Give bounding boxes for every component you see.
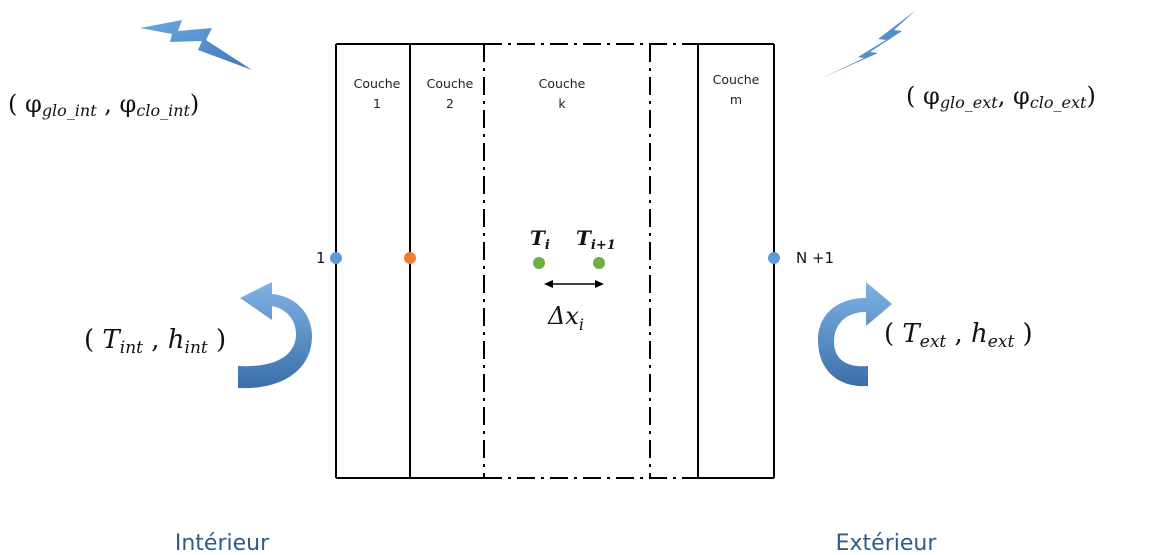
wall-frame	[335, 43, 775, 479]
node-ti	[533, 257, 545, 269]
interior-convection-label: ( Tint , hint )	[84, 325, 226, 358]
svg-text:Couche: Couche	[539, 76, 586, 91]
layer-label-2: Couche 2	[427, 76, 474, 111]
node-ti-plus-1	[593, 257, 605, 269]
svg-text:m: m	[730, 92, 742, 107]
interior-side-label: Intérieur	[175, 531, 270, 555]
svg-text:Couche: Couche	[713, 72, 760, 87]
lightning-bolt-icon	[822, 10, 916, 78]
exterior-convection-label: ( Text , hext )	[884, 319, 1033, 352]
svg-text:1: 1	[373, 96, 381, 111]
exterior-flux-label: ( φglo_ext, φclo_ext)	[906, 82, 1096, 112]
svg-text:k: k	[558, 96, 566, 111]
node-label-first: 1	[316, 249, 326, 267]
svg-text:Couche: Couche	[354, 76, 401, 91]
node-label-last: N +1	[796, 249, 834, 267]
double-arrow-icon	[544, 280, 604, 288]
layer-label-k: Couche k	[539, 76, 586, 111]
layer-label-m: Couche m	[713, 72, 760, 107]
node-exterior-surface	[768, 252, 780, 264]
curved-arrow-icon	[818, 282, 892, 387]
node-interior-surface	[330, 252, 342, 264]
curved-arrow-icon	[238, 282, 312, 389]
node-layer-interface	[404, 252, 416, 264]
ti-plus-1-label: Ti+1	[576, 226, 616, 253]
layer-label-1: Couche 1	[354, 76, 401, 111]
interior-flux-label: ( φglo_int , φclo_int)	[8, 90, 199, 120]
svg-text:2: 2	[446, 96, 454, 111]
delta-x-label: Δxi	[547, 302, 584, 334]
svg-text:Couche: Couche	[427, 76, 474, 91]
ti-label: Ti	[530, 226, 550, 253]
lightning-bolt-icon	[140, 20, 252, 70]
exterior-side-label: Extérieur	[836, 531, 938, 555]
